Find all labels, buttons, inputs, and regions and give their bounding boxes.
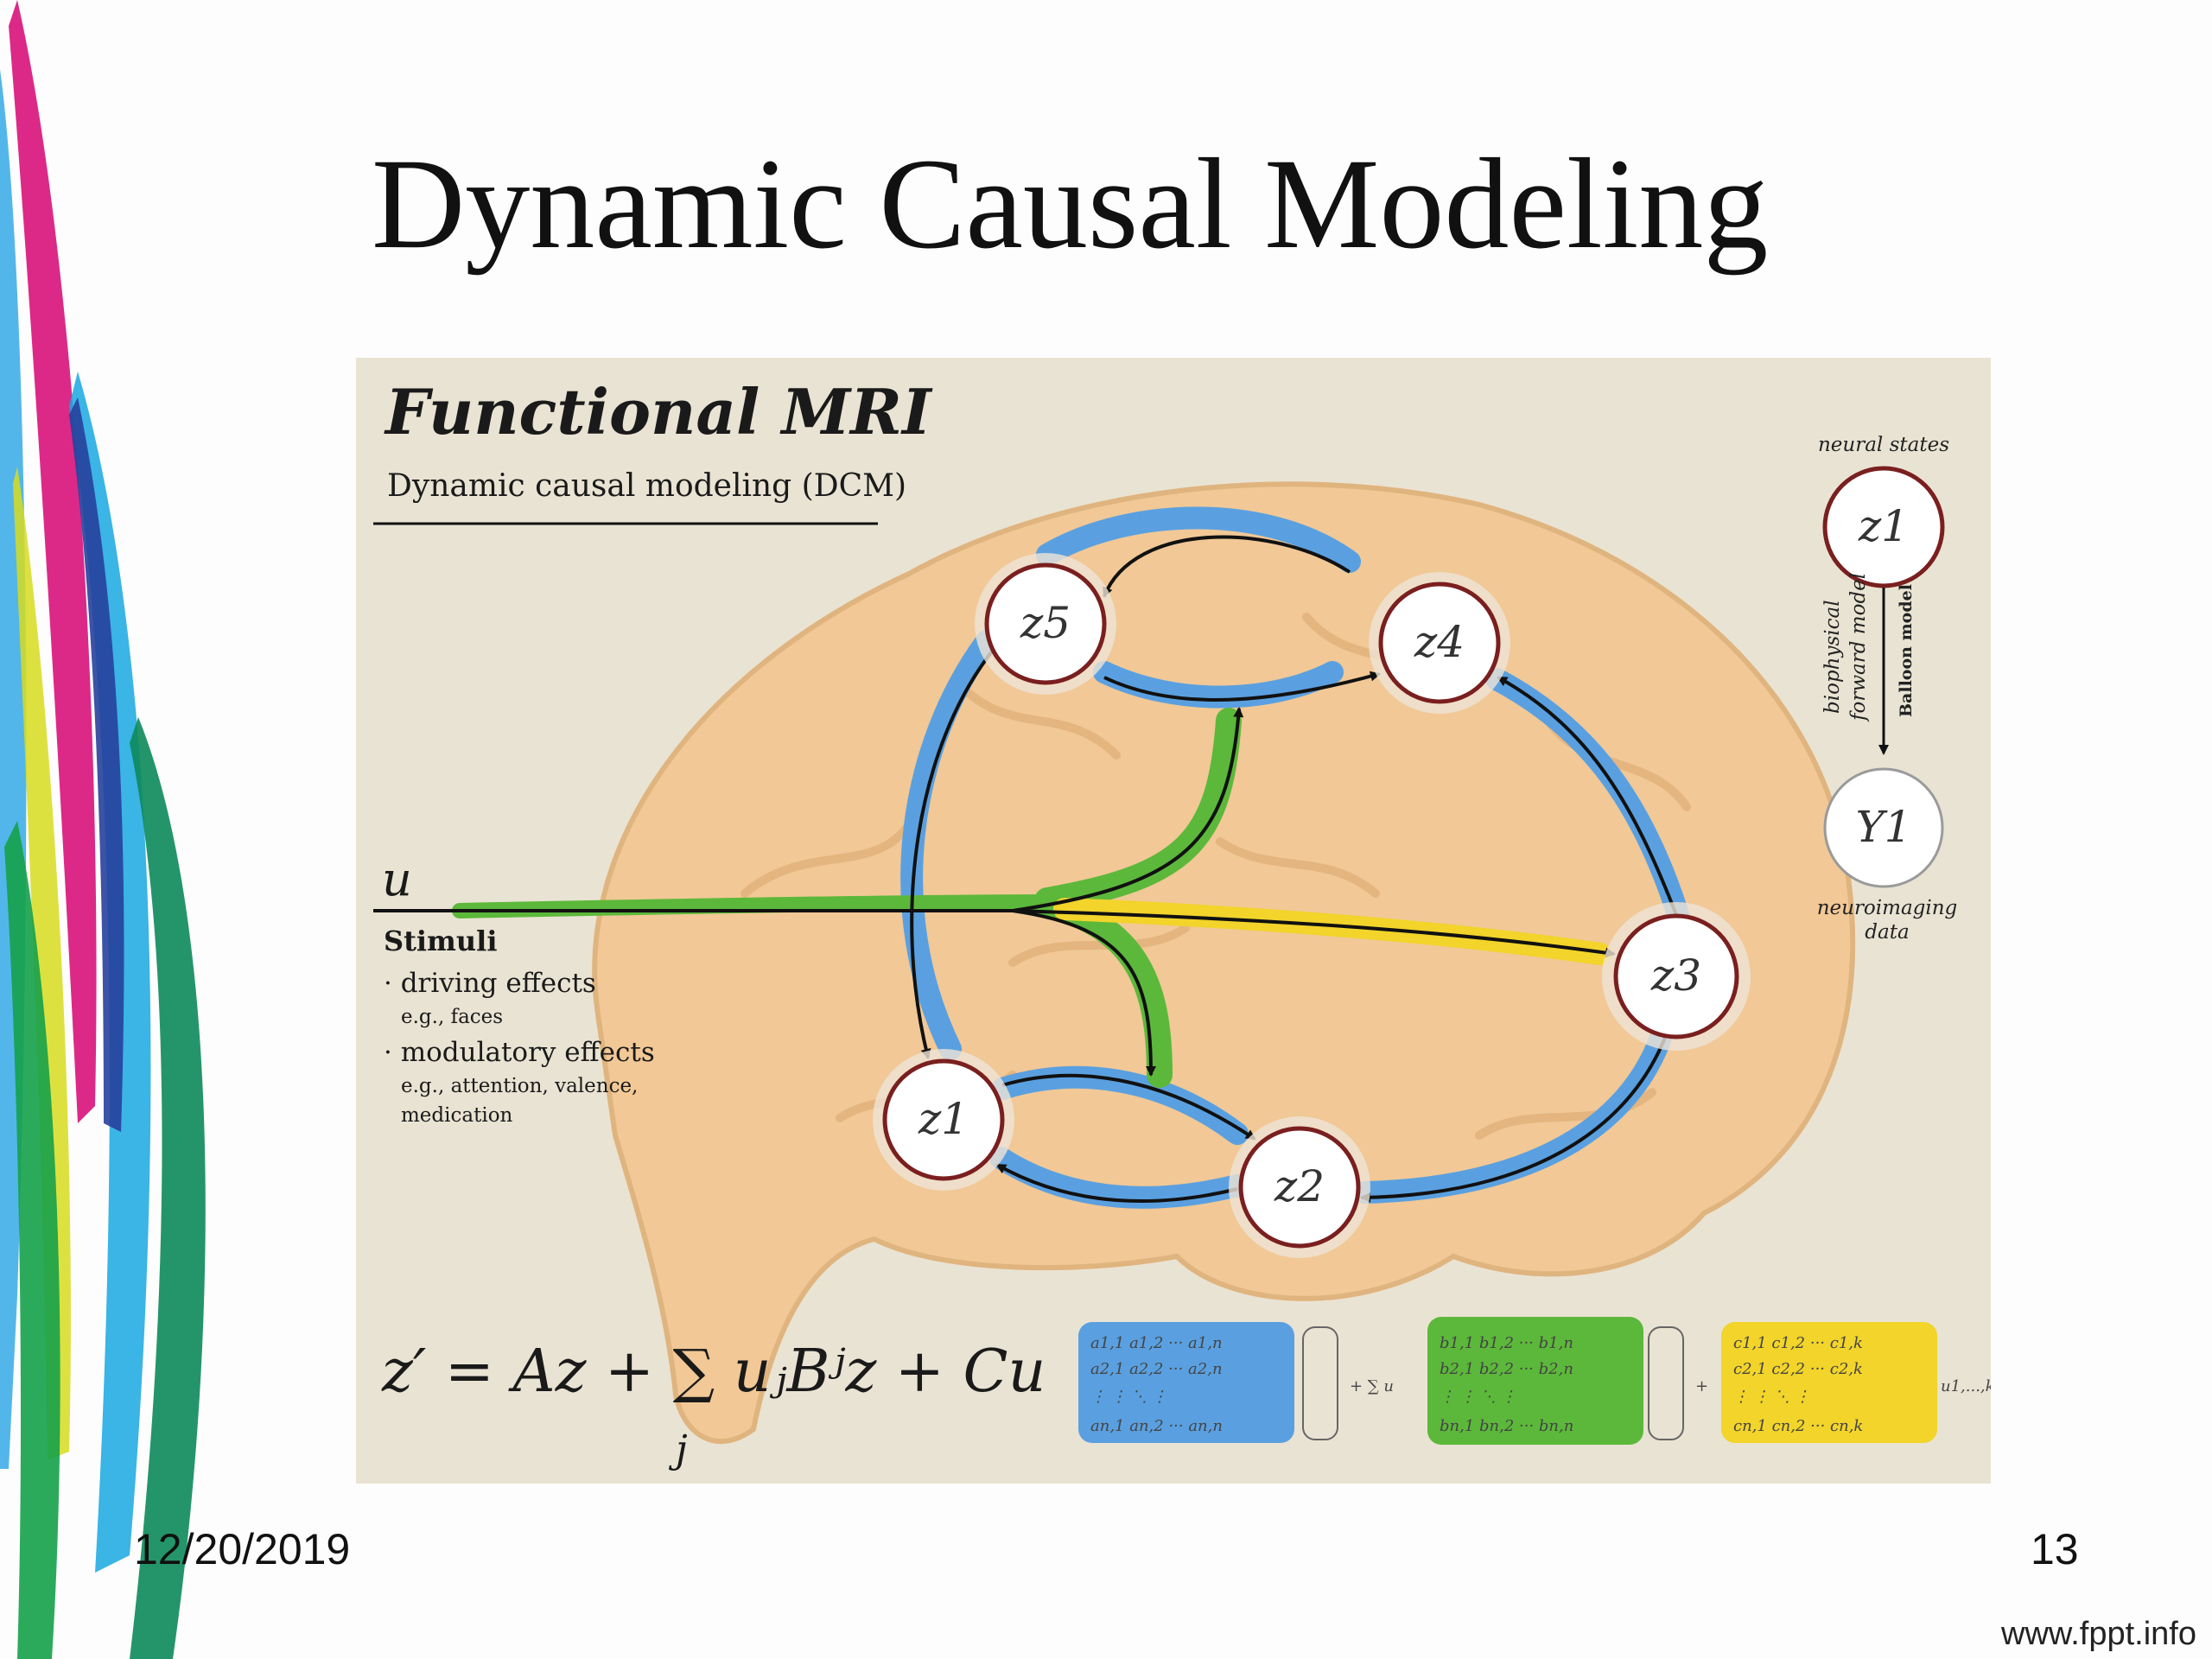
slide-title: Dynamic Causal Modeling xyxy=(372,132,1769,276)
matrix-c-row-3: ⋮ ⋮ ⋱ ⋮ xyxy=(1733,1388,1810,1406)
node-z2: z2 xyxy=(1229,1116,1370,1258)
ribbon-magenta xyxy=(9,0,97,1123)
sum-operator: + ∑ u xyxy=(1350,1377,1394,1395)
stimuli-driving: · driving effects xyxy=(384,968,596,999)
node-z1-label: z1 xyxy=(918,1094,969,1144)
connections-blue xyxy=(900,506,1689,1209)
node-z1: z1 xyxy=(873,1049,1014,1191)
node-z3-label: z3 xyxy=(1650,950,1701,1001)
driving-branch-up xyxy=(1034,708,1242,913)
sidebar-node-z1-label: z1 xyxy=(1858,501,1909,551)
brain-shape xyxy=(592,481,1856,1445)
dcm-figure: Functional MRI Dynamic causal modeling (… xyxy=(356,358,1991,1484)
arrow-z4-to-z5 xyxy=(1103,535,1351,598)
sidebar-balloon-model: Balloon model xyxy=(1897,584,1916,717)
figure-title: Functional MRI xyxy=(384,375,933,448)
matrix-b-row-3: ⋮ ⋮ ⋱ ⋮ xyxy=(1440,1388,1516,1406)
sidebar-forward-model: forward model xyxy=(1847,573,1870,722)
matrix-b: b1,1 b1,2 ··· b1,n b2,1 b2,2 ··· b2,n ⋮ … xyxy=(1427,1317,1643,1445)
equation-sum-index: j xyxy=(668,1427,688,1471)
arrow-u-to-z1z2 xyxy=(1012,909,1156,1077)
arrow-z5-to-z4 xyxy=(1103,671,1381,702)
u-vector: u1,...,k xyxy=(1941,1377,1991,1395)
sidebar-data: data xyxy=(1865,921,1909,944)
dcm-diagram: Functional MRI Dynamic causal modeling (… xyxy=(373,375,1991,1471)
arrow-z2-to-z1 xyxy=(995,1163,1238,1204)
matrix-b-row-1: b1,1 b1,2 ··· b1,n xyxy=(1440,1334,1573,1352)
matrix-a-row-4: an,1 an,2 ··· an,n xyxy=(1090,1417,1223,1435)
vector-z-2 xyxy=(1648,1326,1684,1440)
stimuli-modulatory: · modulatory effects xyxy=(384,1037,655,1068)
matrix-b-row-4: bn,1 bn,2 ··· bn,n xyxy=(1440,1417,1573,1435)
stimuli-heading: Stimuli xyxy=(384,925,497,957)
matrix-c-row-4: cn,1 cn,2 ··· cn,k xyxy=(1733,1417,1863,1435)
sidebar-biophysical: biophysical xyxy=(1821,600,1844,714)
ribbon-dark-blue xyxy=(69,397,124,1132)
connection-z5-z4-bottom xyxy=(1093,661,1344,709)
sidebar-neural-states: neural states xyxy=(1818,434,1949,456)
input-u-label: u xyxy=(382,852,412,906)
matrix-a-row-3: ⋮ ⋮ ⋱ ⋮ xyxy=(1090,1388,1167,1406)
sidebar-neuroimaging: neuroimaging xyxy=(1817,897,1958,919)
ribbon-green xyxy=(4,821,60,1659)
arrow-z1-to-z2 xyxy=(1001,1073,1256,1141)
figure-subtitle: Dynamic causal modeling (DCM) xyxy=(387,468,906,504)
footer-site: www.fppt.info xyxy=(2001,1616,2196,1652)
sidebar-node-y1-label: Y1 xyxy=(1856,802,1912,852)
stimuli-modulatory-example-1: e.g., attention, valence, xyxy=(401,1075,638,1097)
stimuli-driving-example: e.g., faces xyxy=(401,1006,503,1028)
sidebar-node-z1: z1 xyxy=(1822,466,1945,588)
arrow-z5-to-z1 xyxy=(910,650,994,1059)
matrix-a: a1,1 a1,2 ··· a1,n a2,1 a2,2 ··· a2,n ⋮ … xyxy=(1078,1322,1294,1443)
stimuli-modulatory-example-2: medication xyxy=(401,1104,513,1127)
arrow-u-to-z4z5 xyxy=(1012,707,1244,912)
ribbon-teal xyxy=(130,717,206,1659)
decorative-ribbons xyxy=(0,0,206,1659)
node-z3: z3 xyxy=(1602,902,1751,1051)
sidebar-node-y1: Y1 xyxy=(1823,767,1944,888)
matrix-a-row-1: a1,1 a1,2 ··· a1,n xyxy=(1090,1334,1223,1352)
node-z4: z4 xyxy=(1369,572,1510,714)
matrix-c-row-1: c1,1 c1,2 ··· c1,k xyxy=(1733,1334,1863,1352)
plus-operator: + xyxy=(1695,1377,1708,1395)
matrix-c: c1,1 c1,2 ··· c1,k c2,1 c2,2 ··· c2,k ⋮ … xyxy=(1721,1322,1937,1443)
arrow-z3-to-z4 xyxy=(1497,676,1680,920)
arrow-u-to-z3 xyxy=(1012,909,1616,958)
connection-z5-z1 xyxy=(900,630,998,1060)
equation-lhs: z′ = Az + ∑ uⱼBʲz + Cu xyxy=(381,1338,1046,1406)
matrix-c-row-2: c2,1 c2,2 ··· c2,k xyxy=(1733,1360,1863,1378)
node-z5-label: z5 xyxy=(1020,598,1071,648)
connection-z5-z4-top xyxy=(1036,506,1361,573)
connection-z2-z1-bottom xyxy=(989,1147,1249,1209)
vector-z-1 xyxy=(1302,1326,1338,1440)
matrix-b-row-2: b2,1 b2,2 ··· b2,n xyxy=(1440,1360,1573,1378)
footer-date: 12/20/2019 xyxy=(134,1525,351,1573)
node-z5: z5 xyxy=(975,553,1116,695)
node-z4-label: z4 xyxy=(1414,617,1465,667)
node-z2-label: z2 xyxy=(1274,1161,1325,1211)
page-number: 13 xyxy=(2031,1525,2079,1573)
matrix-a-row-2: a2,1 a2,2 ··· a2,n xyxy=(1090,1360,1223,1378)
